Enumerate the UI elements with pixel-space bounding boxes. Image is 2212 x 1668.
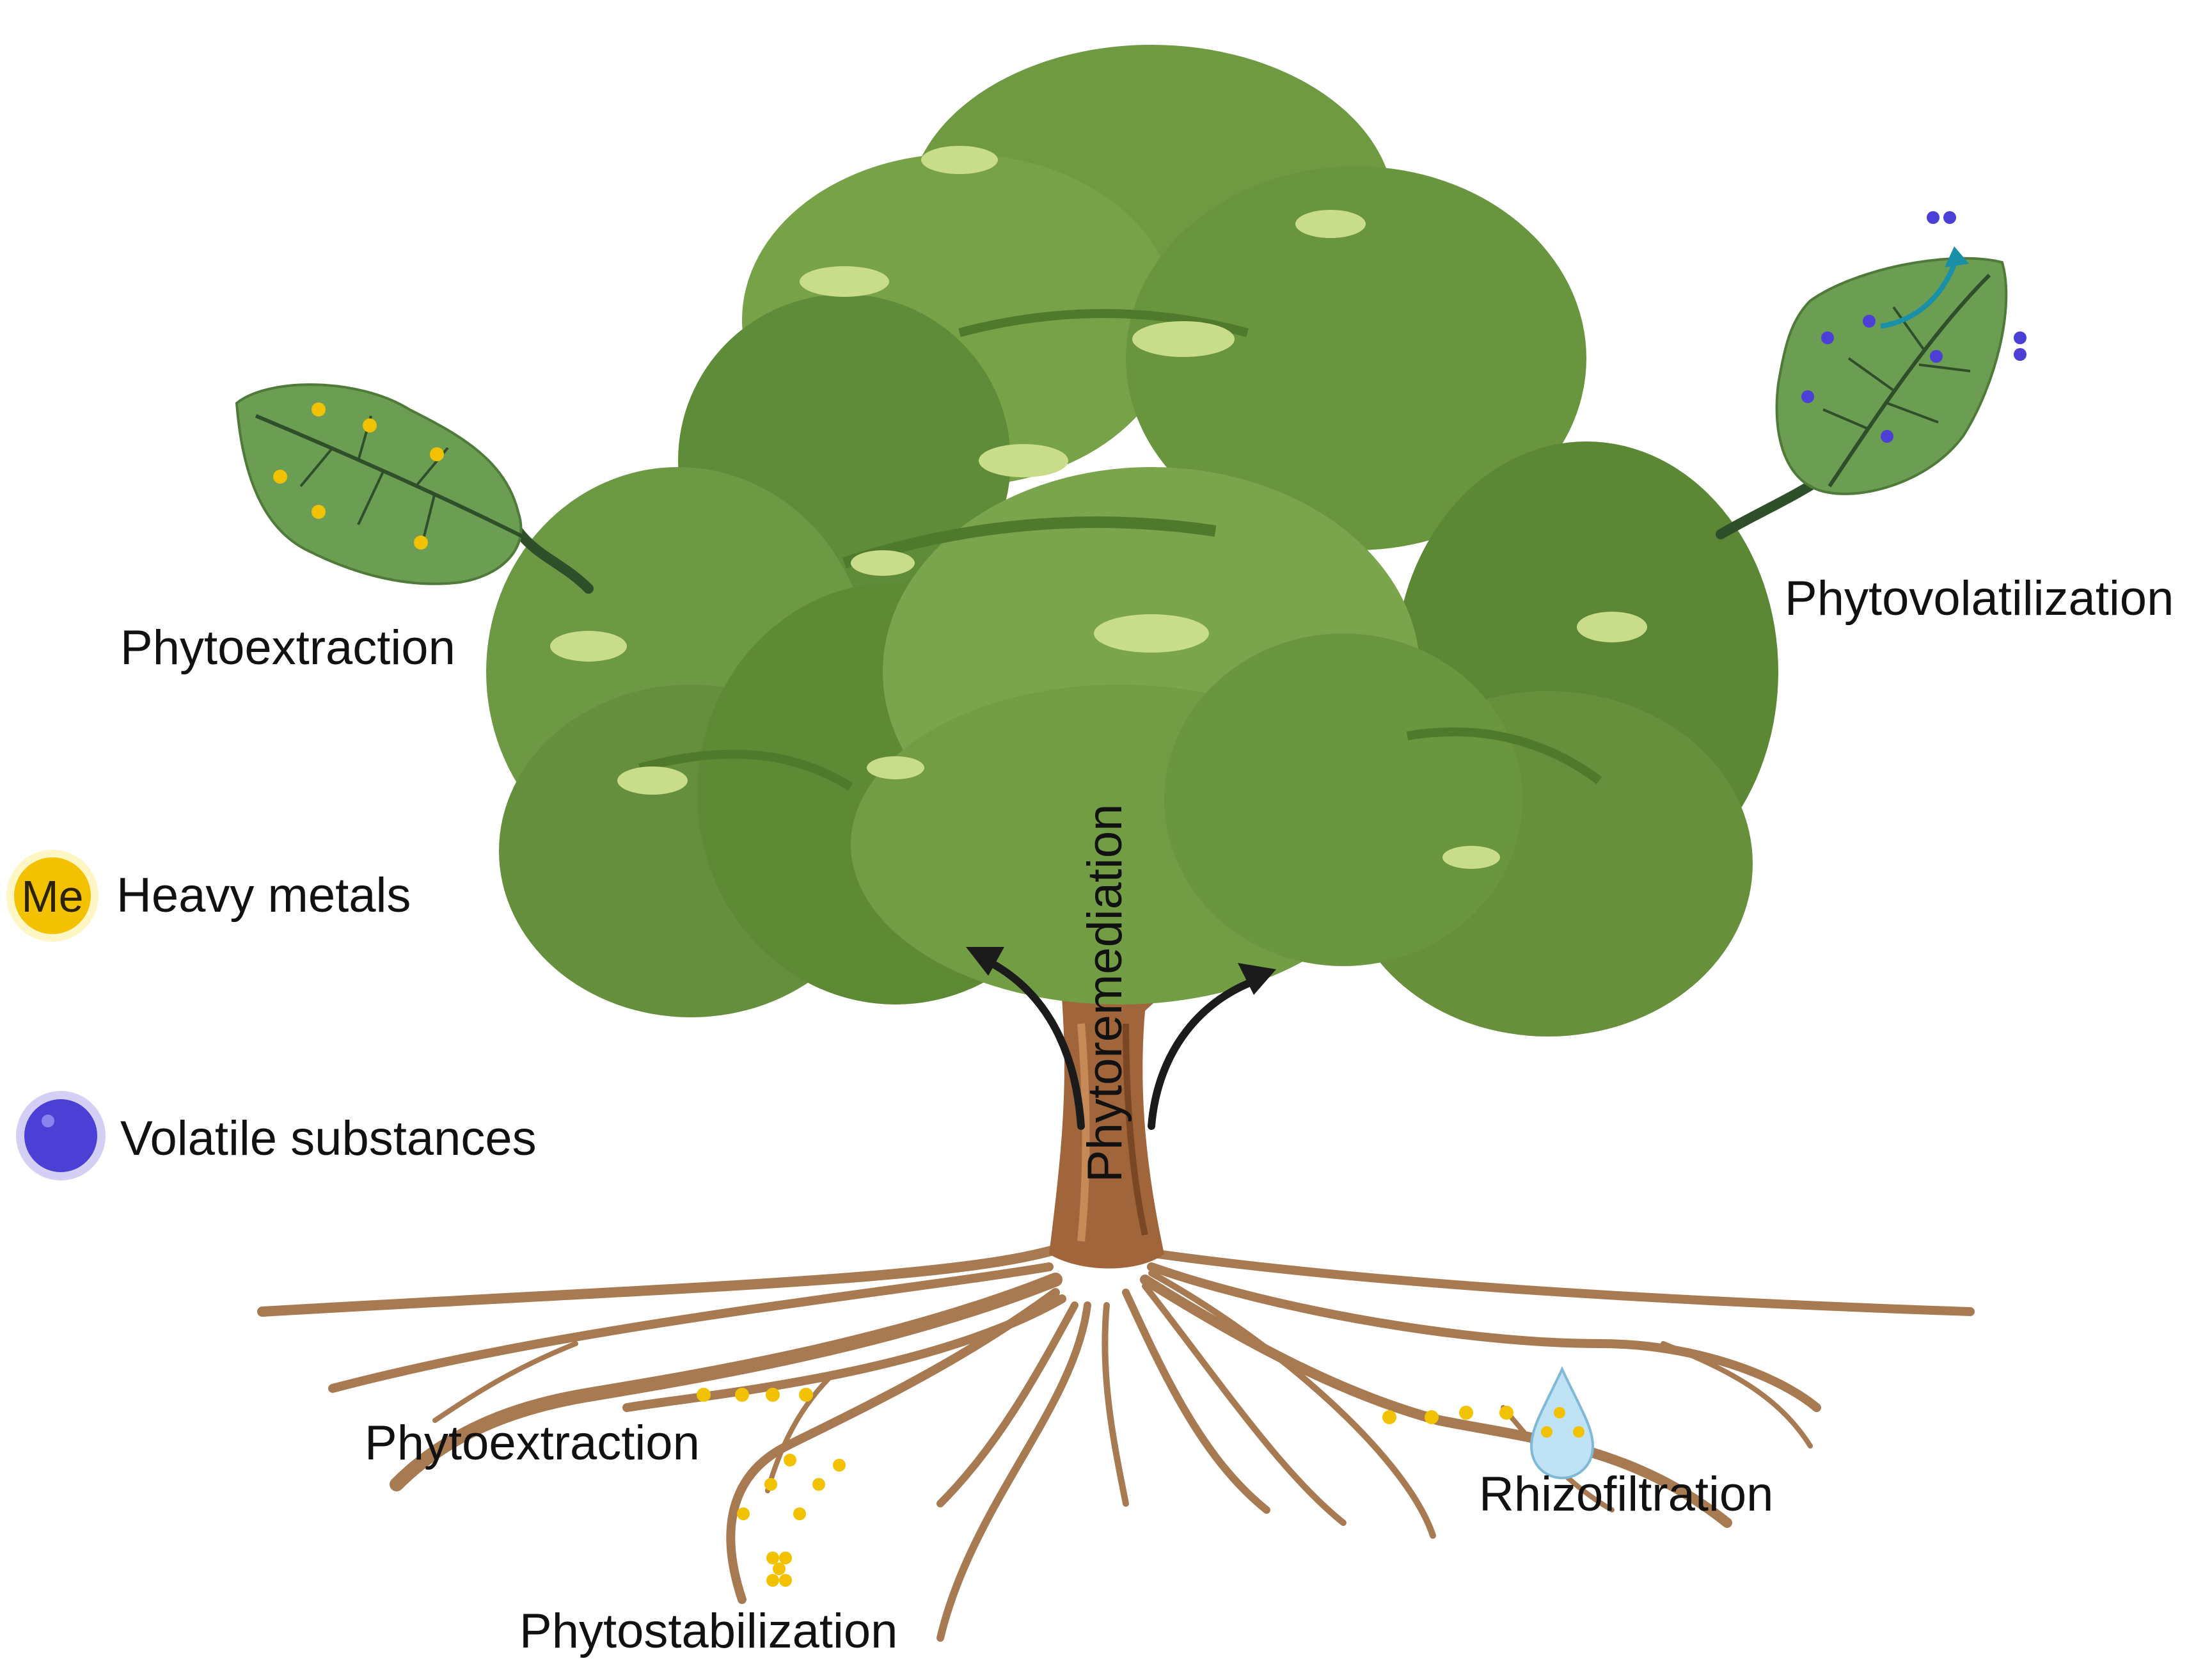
root [1148, 1270, 1436, 1539]
metal-dot [430, 447, 444, 461]
legend-volatile-icon [16, 1091, 106, 1180]
water-drop-icon [1529, 1366, 1595, 1480]
volatile-dot [2014, 348, 2026, 361]
root [328, 1262, 1054, 1393]
legend-heavy-metals-icon: Me [6, 850, 99, 942]
metal-dot [363, 418, 377, 433]
root [1122, 1289, 1270, 1514]
arrow-head-left [966, 947, 1004, 976]
volatile-dot [2014, 331, 2026, 344]
volatile-dot [1930, 350, 1943, 363]
volatile-dot [1943, 211, 1956, 224]
root [936, 1301, 1091, 1642]
root [1102, 1302, 1129, 1507]
root-metal-particles [697, 1388, 1513, 1587]
volatile-arrow-head [1945, 246, 1969, 267]
arrow-head-right [1238, 963, 1276, 995]
volatile-dot [1801, 390, 1814, 403]
volatile-dot [1863, 315, 1876, 328]
phytovolatilization-label: Phytovolatilization [1785, 571, 2174, 626]
volatile-dot [1927, 211, 1939, 224]
root [1140, 1275, 1732, 1528]
root [1661, 1341, 1813, 1449]
leaf-phytovolatilization [1716, 211, 2026, 539]
volatile-arrow [1880, 255, 1960, 329]
rhizofiltration-label: Rhizofiltration [1479, 1467, 1774, 1521]
root [765, 1373, 834, 1493]
root [936, 1301, 1078, 1507]
transport-arrows [981, 956, 1264, 1130]
heavy-metals-label: Heavy metals [116, 868, 411, 923]
root [1142, 1283, 1347, 1526]
volatile-dot [1821, 331, 1834, 344]
arrow-right [1148, 975, 1264, 1130]
arrow-left [981, 956, 1085, 1130]
root-system [257, 1243, 1975, 1642]
phytoextraction-root-label: Phytoextraction [365, 1416, 700, 1470]
leaf-phytoextraction [235, 383, 594, 594]
metal-dot [312, 505, 326, 519]
root [1153, 1250, 1975, 1316]
root [390, 1273, 1063, 1491]
volatile-dot [1881, 430, 1893, 443]
phytoextraction-leaf-label: Phytoextraction [120, 621, 455, 675]
phytostabilization-label: Phytostabilization [519, 1604, 898, 1658]
root [726, 1288, 1060, 1604]
root [257, 1243, 1067, 1317]
metal-dot [414, 536, 428, 550]
root [432, 1341, 578, 1423]
volatile-substances-label: Volatile substances [120, 1111, 537, 1166]
canopy [486, 45, 1778, 1037]
svg-text:Me: Me [21, 871, 83, 921]
metal-dot [312, 402, 326, 417]
phytoremediation-label: Phytoremediation [1078, 804, 1132, 1182]
metal-dot [273, 470, 287, 484]
root [1147, 1262, 1821, 1412]
trunk [979, 896, 1273, 1269]
